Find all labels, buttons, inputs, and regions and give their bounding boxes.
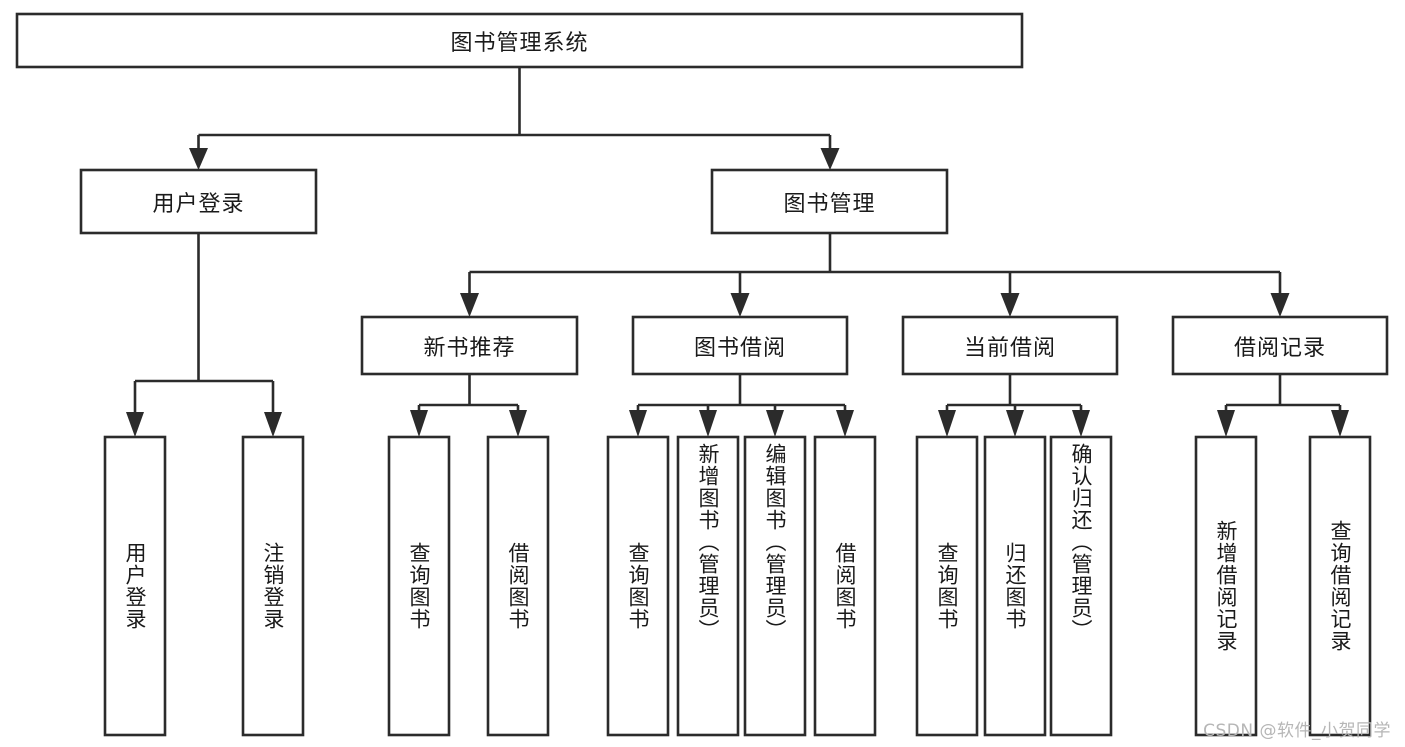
node-box-leaf-brw-borrow-book[interactable] [813,435,877,737]
node-box-leaf-rec-query-book[interactable] [387,435,451,737]
arrow-head-leaf-rec-borrow-book [509,410,527,437]
arrow-head-leaf-cur-confirm [1072,410,1090,437]
arrow-head-new-book-rec [460,293,479,317]
node-box-leaf-brw-query-book[interactable] [606,435,670,737]
connector-group-current-borrow-to-leaves [938,374,1090,437]
node-box-leaf-logout-login[interactable] [241,435,305,737]
connector-group-book-borrow-to-leaves [629,374,854,437]
node-box-book-manage[interactable] [710,168,949,235]
arrow-head-leaf-cur-query-book [938,410,956,437]
node-box-borrow-record[interactable] [1171,315,1389,376]
watermark-text: CSDN @软件_小贺同学 [1203,721,1391,741]
arrow-head-leaf-cur-return-book [1006,410,1024,437]
node-box-leaf-user-login[interactable] [103,435,167,737]
arrow-head-leaf-rec-add-record [1217,410,1235,437]
node-box-new-book-rec[interactable] [360,315,579,376]
arrow-head-leaf-brw-add-book [699,410,717,437]
node-box-user-login[interactable] [79,168,318,235]
arrow-head-leaf-brw-edit-book [766,410,784,437]
arrow-head-leaf-brw-borrow-book [836,410,854,437]
arrow-head-book-borrow [730,293,750,317]
arrow-head-leaf-user-login [126,412,144,437]
arrow-head-leaf-brw-query-book [629,410,647,437]
node-box-leaf-brw-add-book[interactable] [676,435,740,737]
node-box-leaf-brw-edit-book[interactable] [743,435,807,737]
node-box-leaf-rec-add-record[interactable] [1194,435,1258,737]
arrow-head-leaf-logout-login [264,412,282,437]
arrow-head-book-manage [820,148,840,170]
arrow-head-leaf-rec-query-book [410,410,428,437]
node-box-root[interactable] [15,12,1024,69]
node-box-current-borrow[interactable] [901,315,1119,376]
node-box-leaf-cur-confirm[interactable] [1049,435,1113,737]
arrow-head-borrow-record [1270,293,1290,317]
node-box-leaf-cur-return-book[interactable] [983,435,1047,737]
arrow-head-current-borrow [1000,293,1020,317]
node-box-leaf-cur-query-book[interactable] [915,435,979,737]
node-box-leaf-rec-query-record[interactable] [1308,435,1372,737]
arrow-head-user-login [189,148,208,170]
arrow-head-leaf-rec-query-record [1331,410,1349,437]
connector-group-borrow-record-to-leaves [1217,374,1349,437]
connector-group-root-to-level2 [189,67,840,170]
node-box-book-borrow[interactable] [631,315,849,376]
connector-group-new-book-rec-to-leaves [410,374,527,437]
connector-group-user-login-to-leaves [126,233,282,437]
node-box-leaf-rec-borrow-book[interactable] [486,435,550,737]
connector-group-book-manage-to-level3 [460,233,1290,317]
